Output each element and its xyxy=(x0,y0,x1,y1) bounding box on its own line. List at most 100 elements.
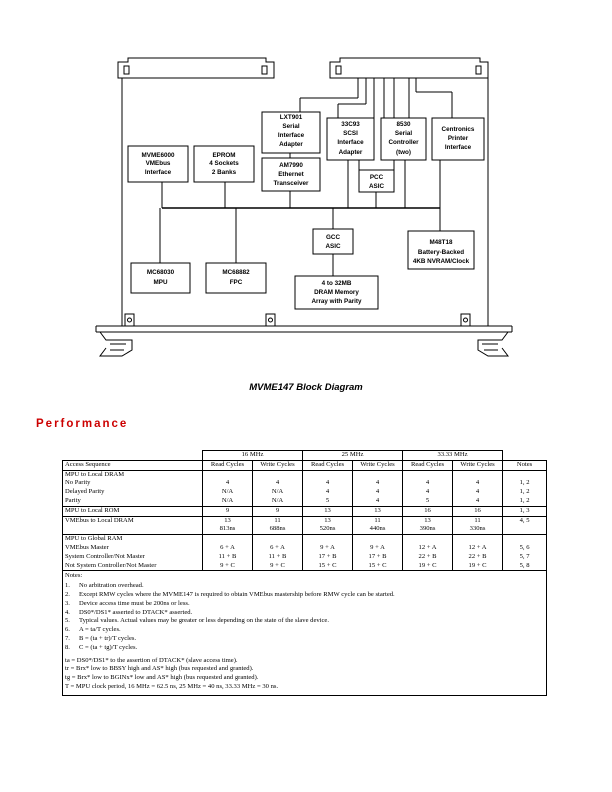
note-text: Except RMW cycles where the MVME147 is r… xyxy=(79,590,395,598)
table-cell: 19 + C xyxy=(452,561,504,572)
table-cell: 813ns xyxy=(202,525,253,536)
table-cell: 6 + A xyxy=(202,543,253,553)
front-panel-ejector-right xyxy=(477,331,509,357)
table-cell: 9 + C xyxy=(251,561,304,572)
table-cell xyxy=(202,469,253,480)
mpu-line-1: MC68030 xyxy=(147,269,175,276)
table-cell xyxy=(502,469,548,480)
nvram-line-3: 4KB NVRAM/Clock xyxy=(413,258,470,265)
table-cell xyxy=(402,469,454,480)
table-cell: 12 + A xyxy=(452,543,504,553)
frequency-header: 25 MHz xyxy=(302,450,404,461)
table-cell xyxy=(402,534,454,544)
lx-line-2: Serial xyxy=(282,123,299,130)
mount-bracket-2 xyxy=(265,313,276,327)
cent-line-1: Centronics xyxy=(442,126,475,133)
notes-title: Notes: xyxy=(65,572,83,580)
table-cell: 4 xyxy=(251,479,304,489)
access-sequence-cell: Delayed Parity xyxy=(62,488,203,497)
table-cell: 9 + A xyxy=(352,543,404,553)
nvram-clock-block: M48T18 Battery-Backed 4KB NVRAM/Clock xyxy=(407,230,475,270)
table-cell: 9 xyxy=(202,505,253,517)
fpc-block: MC68882 FPC xyxy=(205,262,267,294)
access-sequence-cell: MPU to Local DRAM xyxy=(62,469,203,480)
note-number: 3. xyxy=(65,599,70,607)
scsi-block: 33C93 SCSI Interface Adapter xyxy=(326,117,375,161)
table-cell: 5, 7 xyxy=(502,552,548,562)
notes-row: Notes:1.No arbitration overhead.2.Except… xyxy=(61,570,548,696)
note-text: B = (ta + tr)/T cycles. xyxy=(79,634,137,642)
note-text: No arbitration overhead. xyxy=(79,582,144,590)
table-cell xyxy=(302,469,354,480)
table-cell: 16 xyxy=(452,505,504,517)
table-cell: 13 xyxy=(302,505,354,517)
table-cell: 1, 2 xyxy=(502,496,548,507)
note-item: 4.DS0*/DS1* asserted to DTACK* asserted. xyxy=(65,609,544,618)
column-header: Read Cycles xyxy=(302,459,354,471)
table-cell: 4 xyxy=(402,488,454,497)
lx-line-4: Adapter xyxy=(279,141,303,148)
table-cell xyxy=(251,534,304,544)
note-text: DS0*/DS1* asserted to DTACK* asserted. xyxy=(79,608,193,616)
table-cell: N/A xyxy=(202,496,253,507)
p2-connector xyxy=(329,57,489,79)
front-panel-ejector-left xyxy=(99,331,133,357)
lxt901-block: LXT901 Serial Interface Adapter xyxy=(261,111,321,154)
eprom-line-1: EPROM xyxy=(212,152,235,159)
section-heading: Performance xyxy=(36,418,129,430)
mount-bracket-1 xyxy=(124,313,135,327)
timing-definition: ta = DS0*/DS1* to the assertion of DTACK… xyxy=(65,656,238,664)
table-cell: 4 xyxy=(352,488,404,497)
timing-definition: tg = Brx* low to BGINx* low and AS* high… xyxy=(65,674,259,682)
centronics-block: Centronics Printer Interface xyxy=(431,117,485,161)
diagram-caption: MVME147 Block Diagram xyxy=(249,382,363,393)
timing-definition: T = MPU clock period, 16 MHz = 62.5 ns, … xyxy=(65,682,279,690)
table-cell: 440ns xyxy=(352,525,404,536)
gcc-asic-block: GCC ASIC xyxy=(312,228,354,255)
table-row: MPU to Global RAM xyxy=(62,534,548,544)
table-cell: 16 xyxy=(402,505,454,517)
table-cell: 5, 6 xyxy=(502,543,548,553)
table-cell xyxy=(452,534,504,544)
frequency-header: 16 MHz xyxy=(201,450,304,461)
table-cell: 13 xyxy=(352,505,404,517)
dram-line-1: 4 to 32MB xyxy=(322,280,352,287)
scsi-line-4: Adapter xyxy=(339,149,363,156)
table-cell: 9 + C xyxy=(202,561,253,572)
table-cell: 4 xyxy=(352,496,404,507)
cent-line-3: Interface xyxy=(445,144,472,151)
note-number: 8. xyxy=(65,643,70,651)
note-number: 7. xyxy=(65,634,70,642)
table-cell: 390ns xyxy=(402,525,454,536)
dram-line-3: Array with Parity xyxy=(311,298,362,305)
note-number: 2. xyxy=(65,590,70,598)
table-cell: N/A xyxy=(251,488,304,497)
pcc-line-1: PCC xyxy=(370,174,384,181)
table-cell: 19 + C xyxy=(402,561,454,572)
cent-line-2: Printer xyxy=(448,135,469,142)
note-item: 5.Typical values. Actual values may be g… xyxy=(65,617,544,626)
table-cell: 15 + C xyxy=(352,561,404,572)
eprom-line-3: 2 Banks xyxy=(212,169,237,176)
note-item: 8.C = (ta + tg)/T cycles. xyxy=(65,644,544,653)
table-cell: 11 + B xyxy=(251,552,304,562)
note-number: 6. xyxy=(65,626,70,634)
note-item: 3. Device access time must be 200ns or le… xyxy=(65,600,544,609)
table-cell: 11 + B xyxy=(202,552,253,562)
table-cell: 4 xyxy=(452,479,504,489)
table-cell: N/A xyxy=(251,496,304,507)
table-cell: 15 + C xyxy=(302,561,354,572)
vmebus-line-2: VMEbus xyxy=(146,160,171,167)
note-item: 6.A = ta/T cycles. xyxy=(65,626,544,635)
header-blank-cell xyxy=(502,450,547,461)
scsi-line-1: 33C93 xyxy=(341,121,360,128)
access-sequence-cell: System Controller/Not Master xyxy=(62,552,203,562)
table-cell: 22 + B xyxy=(452,552,504,562)
note-text: Device access time must be 200ns or less… xyxy=(79,599,190,607)
